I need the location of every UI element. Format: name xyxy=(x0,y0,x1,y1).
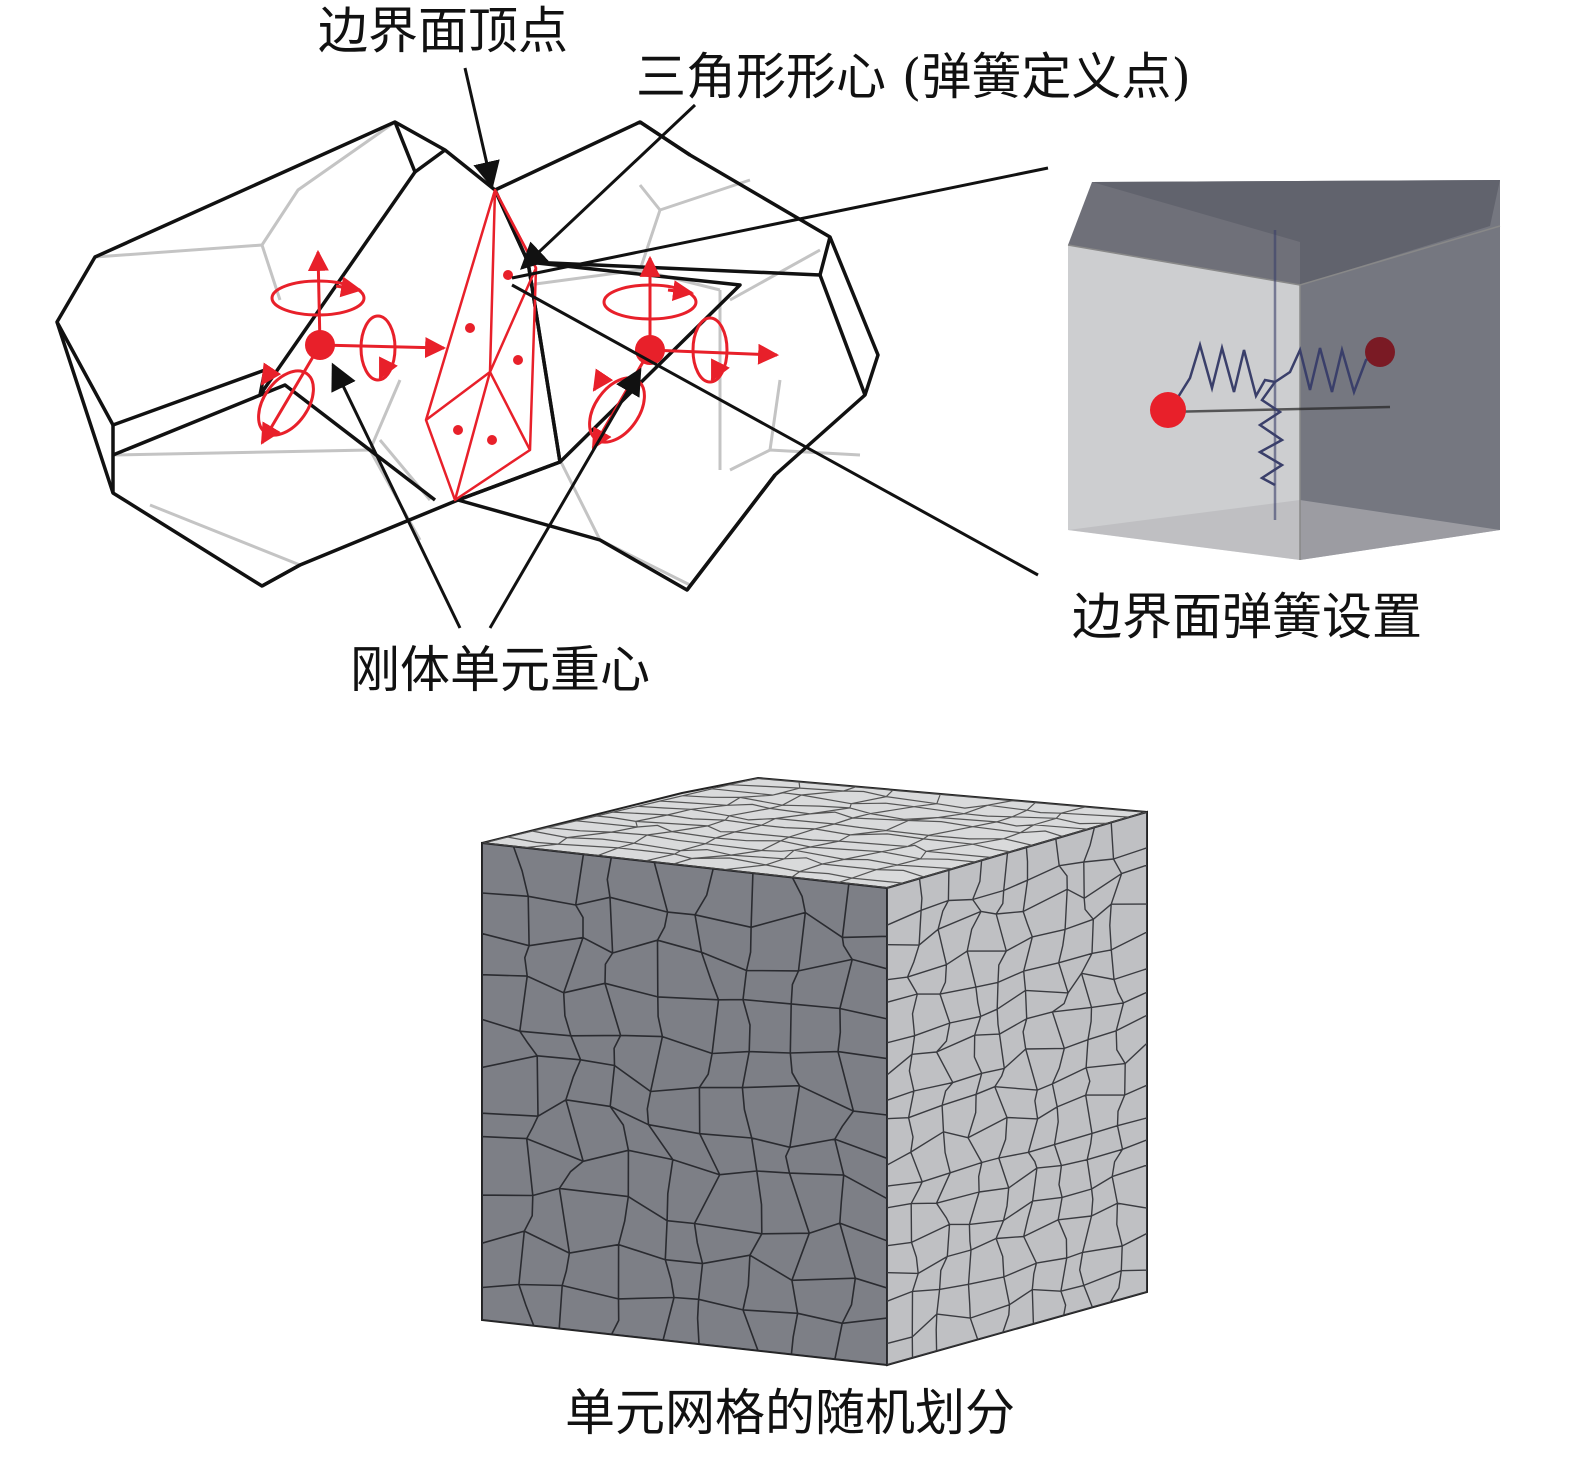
label-boundary-spring-setting: 边界面弹簧设置 xyxy=(1072,588,1422,646)
rotation-arrow-icon xyxy=(602,283,698,321)
box-back-panel xyxy=(1092,180,1500,560)
triangle-centroid-dots xyxy=(453,270,523,445)
red-dot-icon xyxy=(487,435,497,445)
left-rigid-centroid-dot xyxy=(305,330,335,360)
spring-end-dot-front xyxy=(1150,392,1186,428)
leader-rigid-centroid-right xyxy=(488,367,642,629)
spring-setting-box xyxy=(1067,180,1501,560)
boundary-facet xyxy=(424,188,538,502)
red-dot-icon xyxy=(453,425,463,435)
box-bottom-panel xyxy=(1068,500,1500,560)
rotation-arrow-icon xyxy=(359,314,397,382)
spring-end-dot-back xyxy=(1365,337,1395,367)
mesh-cube xyxy=(481,776,1148,1367)
box-top-panel xyxy=(1068,180,1500,285)
rotation-arrow-icon xyxy=(270,279,366,317)
label-rigid-body-centroid: 刚体单元重心 xyxy=(350,641,650,699)
red-dot-icon xyxy=(503,270,513,280)
label-random-mesh-division: 单元网格的随机划分 xyxy=(565,1384,1015,1442)
spring-icon xyxy=(1164,230,1391,520)
left-dof-arrows xyxy=(257,249,447,445)
rigid-body-diagram xyxy=(55,67,1049,629)
cube-front-face xyxy=(481,841,888,1367)
label-triangle-centroid: 三角形形心 (弹簧定义点) xyxy=(636,48,1191,106)
leader-spring-box-bottom xyxy=(511,283,1039,577)
leader-rigid-centroid-left xyxy=(331,362,462,629)
rotation-arrow-icon xyxy=(691,316,729,384)
top-mesh-lines xyxy=(482,778,1147,888)
leader-lines xyxy=(331,67,1049,629)
red-dot-icon xyxy=(513,355,523,365)
leader-boundary-vertex xyxy=(463,67,500,189)
red-dot-icon xyxy=(465,323,475,333)
label-boundary-vertex: 边界面顶点 xyxy=(318,2,568,60)
rotation-arrow-icon xyxy=(257,369,315,437)
leader-triangle-centroid xyxy=(520,103,697,270)
leader-spring-box-top xyxy=(511,166,1049,280)
